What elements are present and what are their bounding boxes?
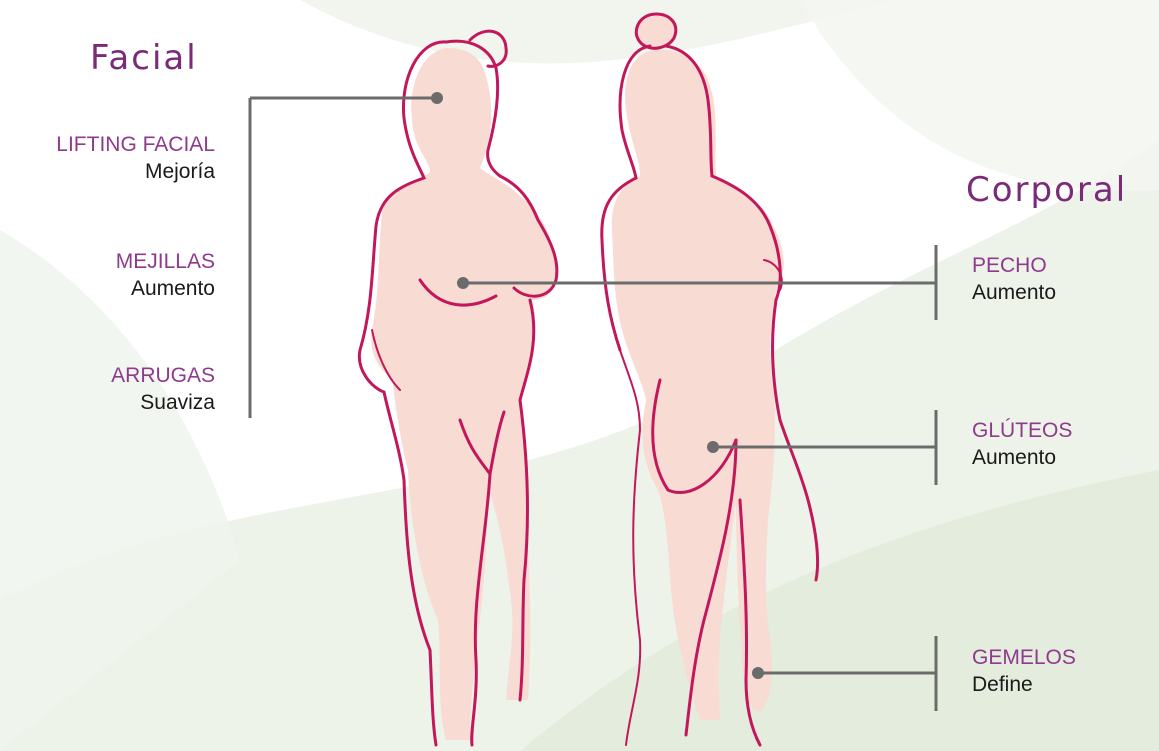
label-pecho: PECHO Aumento [972, 253, 1159, 307]
label-gemelos: GEMELOS Define [972, 645, 1159, 699]
label-arrugas: ARRUGAS Suaviza [0, 363, 215, 417]
gluteos-point-dot [707, 441, 719, 453]
label-name: ARRUGAS [0, 363, 215, 389]
gemelos-point-dot [752, 667, 764, 679]
label-effect: Aumento [972, 279, 1159, 307]
label-effect: Suaviza [0, 389, 215, 417]
label-mejillas: MEJILLAS Aumento [0, 249, 215, 303]
corporal-title: Corporal [966, 170, 1127, 210]
label-name: LIFTING FACIAL [0, 132, 215, 158]
pecho-point-dot [457, 277, 469, 289]
label-effect: Aumento [0, 275, 215, 303]
label-name: PECHO [972, 253, 1159, 279]
label-effect: Aumento [972, 444, 1159, 472]
label-gluteos: GLÚTEOS Aumento [972, 418, 1159, 472]
facial-title: Facial [90, 38, 198, 78]
facial-point-dot [431, 92, 443, 104]
label-lifting-facial: LIFTING FACIAL Mejoría [0, 132, 215, 186]
label-name: GEMELOS [972, 645, 1159, 671]
label-effect: Mejoría [0, 158, 215, 186]
label-name: GLÚTEOS [972, 418, 1159, 444]
label-name: MEJILLAS [0, 249, 215, 275]
label-effect: Define [972, 671, 1159, 699]
